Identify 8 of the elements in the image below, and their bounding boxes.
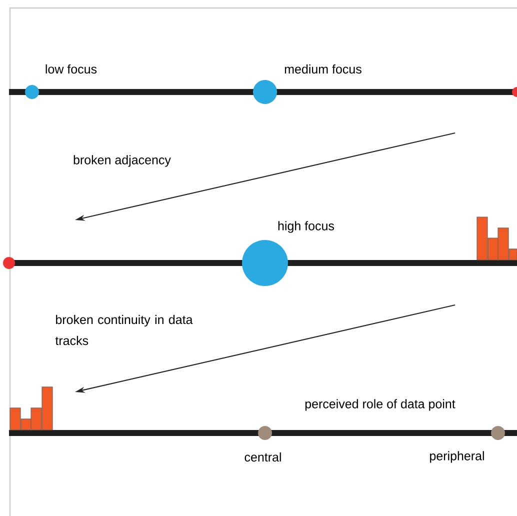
label: broken adjacency — [74, 155, 171, 167]
label: low focus — [46, 64, 97, 74]
label: peripheral — [430, 451, 484, 463]
label: high focus — [278, 221, 334, 233]
label: perceived role of data point — [305, 399, 456, 411]
label: broken continuity in data tracks — [55, 314, 193, 346]
label: medium focus — [284, 64, 362, 74]
label: central — [244, 452, 281, 462]
